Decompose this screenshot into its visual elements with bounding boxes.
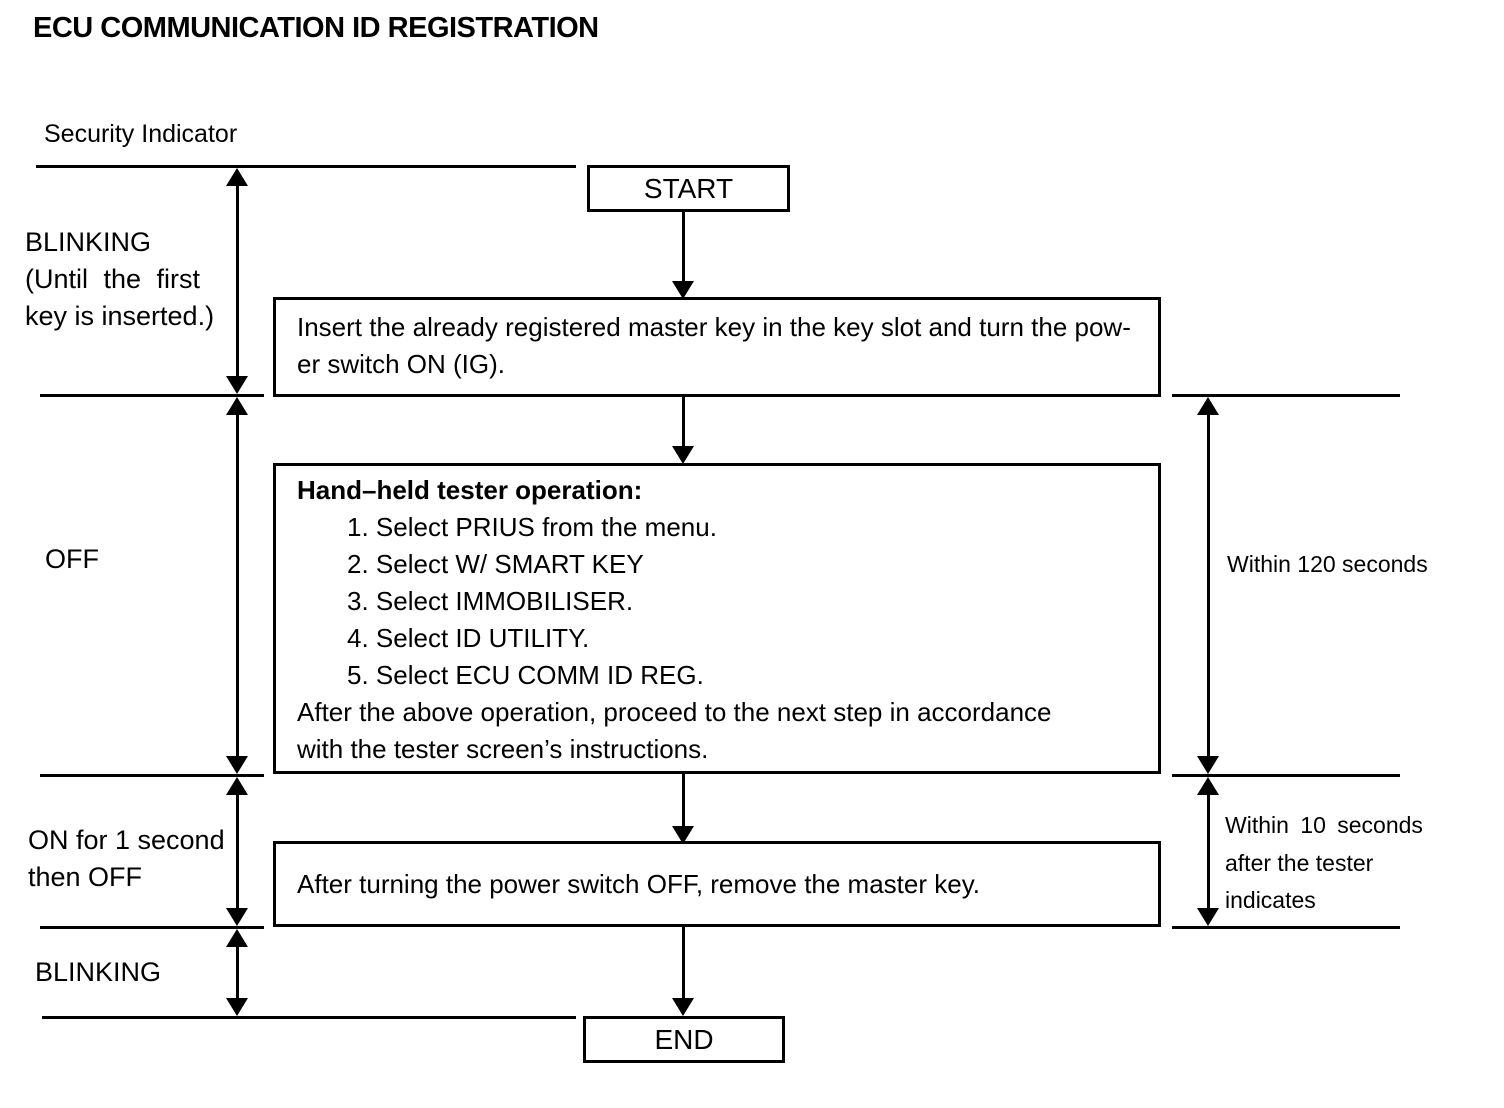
process-step-tester-operation: Hand–held tester operation: 1. Select PR…	[273, 463, 1161, 774]
timeline-rule-4	[40, 926, 264, 929]
flow-arrow-step1-to-step2	[672, 391, 694, 464]
indicator-state-blinking-until-first-key: BLINKING (Until the first key is inserte…	[25, 227, 215, 331]
arrowhead-up-icon	[226, 168, 248, 186]
security-indicator-label: Security Indicator	[44, 120, 238, 148]
indicator-state-on-1s-then-off: ON for 1 second then OFF	[28, 825, 225, 892]
arrowhead-down-icon	[672, 281, 694, 299]
arrowhead-down-icon	[1197, 756, 1219, 774]
timing-rule-2	[1172, 774, 1400, 777]
arrowhead-down-icon	[1197, 908, 1219, 926]
indicator-state-off: OFF	[45, 544, 99, 574]
arrowhead-down-icon	[226, 998, 248, 1016]
timeline-rule-1	[36, 165, 576, 168]
timing-arrow-10s	[1197, 777, 1219, 926]
timing-label-10s: Within 10 seconds after the tester indic…	[1225, 812, 1423, 913]
arrowhead-down-icon	[226, 908, 248, 926]
timeline-rule-5	[42, 1016, 576, 1019]
timing-arrow-120s	[1197, 397, 1219, 774]
timing-rule-1	[1172, 394, 1400, 397]
tester-menu-item: 5. Select ECU COMM ID REG.	[347, 660, 704, 690]
tester-menu-item: 3. Select IMMOBILISER.	[347, 586, 634, 616]
tester-menu-item: 2. Select W/ SMART KEY	[347, 549, 644, 579]
flow-arrow-step3-to-end	[672, 921, 694, 1016]
arrowhead-down-icon	[672, 446, 694, 464]
end-node: END	[583, 1016, 785, 1063]
start-node: START	[587, 165, 790, 212]
flow-arrow-start-to-step1	[672, 206, 694, 299]
tester-menu-item: 4. Select ID UTILITY.	[347, 623, 590, 653]
arrowhead-down-icon	[672, 998, 694, 1016]
page-title: ECU COMMUNICATION ID REGISTRATION	[33, 12, 599, 44]
timing-label-120s: Within 120 seconds	[1227, 551, 1428, 577]
timeline-rule-3	[40, 774, 264, 777]
process-step-remove-key: After turning the power switch OFF, remo…	[273, 841, 1161, 927]
arrowhead-up-icon	[1197, 397, 1219, 415]
arrowhead-up-icon	[1197, 777, 1219, 795]
arrowhead-up-icon	[226, 777, 248, 795]
tester-operation-heading: Hand–held tester operation:	[297, 475, 643, 505]
arrowhead-up-icon	[226, 929, 248, 947]
indicator-arrow-off	[226, 397, 248, 774]
indicator-state-blinking: BLINKING	[35, 957, 162, 987]
arrowhead-down-icon	[226, 756, 248, 774]
arrowhead-down-icon	[672, 826, 694, 844]
arrowhead-down-icon	[226, 376, 248, 394]
process-step-insert-key: Insert the already registered master key…	[273, 297, 1161, 397]
timing-rule-3	[1172, 926, 1400, 929]
flow-arrow-step2-to-step3	[672, 769, 694, 844]
indicator-arrow-on-1s	[226, 777, 248, 926]
indicator-arrow-blinking	[226, 168, 248, 394]
indicator-arrow-blinking-2	[226, 929, 248, 1016]
arrowhead-up-icon	[226, 397, 248, 415]
tester-menu-item: 1. Select PRIUS from the menu.	[347, 512, 717, 542]
timeline-rule-2	[40, 394, 264, 397]
